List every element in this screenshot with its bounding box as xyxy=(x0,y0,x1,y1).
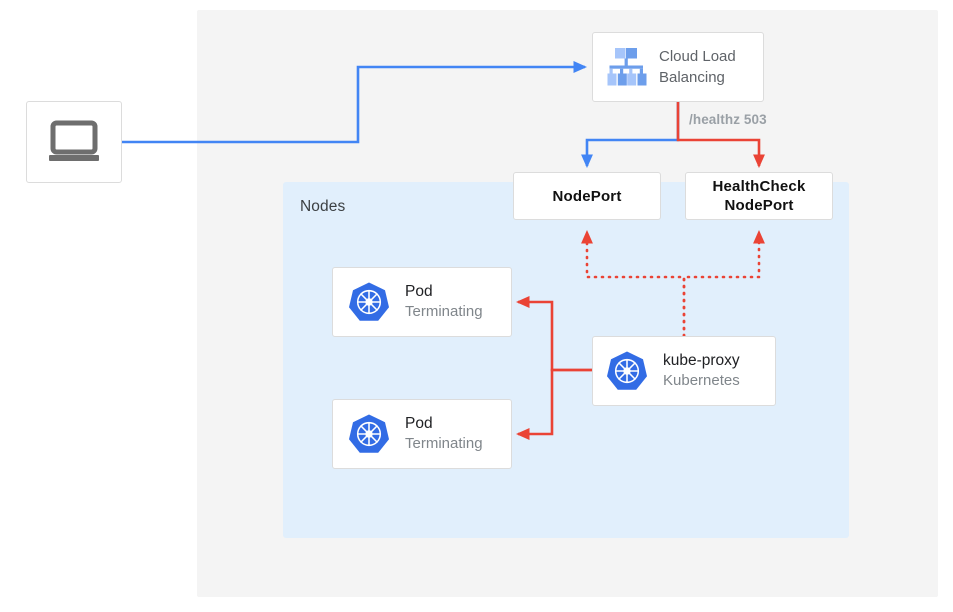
pod-status: Terminating xyxy=(405,435,483,452)
kube-proxy-card: kube-proxy Kubernetes xyxy=(592,336,776,406)
pod-title: Pod xyxy=(405,415,433,432)
kube-proxy-title: kube-proxy xyxy=(663,352,740,369)
nodes-region-label: Nodes xyxy=(300,198,346,215)
kubernetes-icon xyxy=(605,349,649,393)
healthcheck-nodeport-label: HealthCheck NodePort xyxy=(712,177,805,215)
cloud-load-balancing-card: Cloud Load Balancing xyxy=(592,32,764,102)
cloud-load-balancing-label-line2: Balancing xyxy=(659,69,725,86)
pod-text-group: Pod Terminating xyxy=(405,414,483,454)
edge-kubeproxy-to-nodeports xyxy=(581,229,765,338)
pod-status: Terminating xyxy=(405,303,483,320)
pod-card: Pod Terminating xyxy=(332,267,512,337)
healthcheck-nodeport-card: HealthCheck NodePort xyxy=(685,172,833,220)
kubernetes-icon xyxy=(347,412,391,456)
cloud-load-balancing-label-line1: Cloud Load xyxy=(659,48,736,65)
pod-text-group: Pod Terminating xyxy=(405,282,483,322)
laptop-icon xyxy=(46,120,102,164)
nodeport-card: NodePort xyxy=(513,172,661,220)
pod-card: Pod Terminating xyxy=(332,399,512,469)
kube-proxy-subtitle: Kubernetes xyxy=(663,372,740,389)
healthcheck-nodeport-label-line1: HealthCheck xyxy=(712,178,806,195)
edge-load-balancer-to-nodeport xyxy=(581,102,680,169)
cloud-load-balancing-icon xyxy=(603,44,649,90)
healthcheck-nodeport-label-line2: NodePort xyxy=(724,197,794,214)
cloud-load-balancing-label: Cloud Load Balancing xyxy=(659,46,736,88)
nodeport-label: NodePort xyxy=(552,187,622,205)
edge-client-to-load-balancer xyxy=(122,61,588,144)
healthz-edge-label: /healthz 503 xyxy=(689,112,767,127)
kubernetes-icon xyxy=(347,280,391,324)
edge-healthz-to-healthcheck-nodeport xyxy=(676,102,765,169)
client-device-card xyxy=(26,101,122,183)
pod-title: Pod xyxy=(405,283,433,300)
edge-kubeproxy-to-pods xyxy=(515,296,592,440)
kube-proxy-text-group: kube-proxy Kubernetes xyxy=(663,351,740,391)
